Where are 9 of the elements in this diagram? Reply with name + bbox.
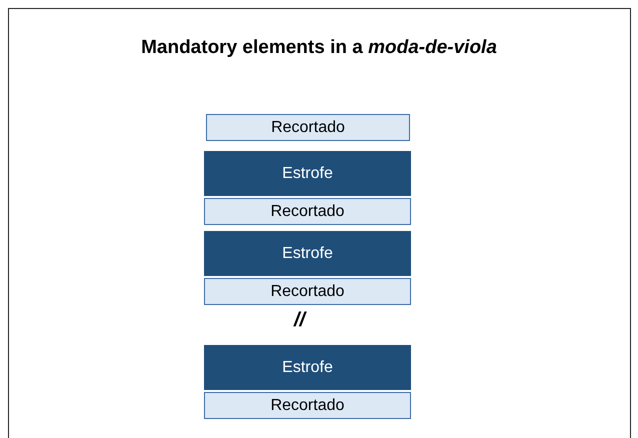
title: Mandatory elements in a moda-de-viola (140, 37, 498, 59)
refrain-box: Recortado (204, 278, 411, 305)
verse-box: Estrofe (204, 231, 411, 276)
refrain-box: Recortado (204, 392, 411, 419)
verse-box: Estrofe (204, 151, 411, 196)
verse-box: Estrofe (204, 345, 411, 390)
continuation-mark: // (294, 309, 306, 332)
refrain-box: Recortado (204, 198, 411, 225)
refrain-box: Recortado (206, 114, 410, 141)
